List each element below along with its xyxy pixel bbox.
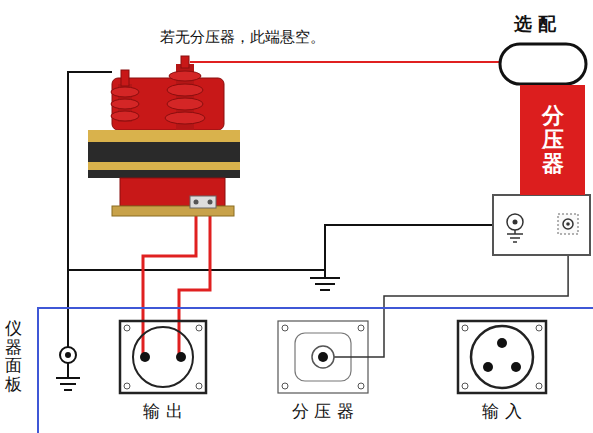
ground-symbol (320, 289, 330, 291)
socket-pin (140, 352, 150, 362)
mount-hole (536, 325, 542, 331)
socket-label: 输 出 (143, 400, 182, 423)
divider-base (513, 241, 517, 243)
ground-wire (325, 225, 507, 270)
band-label: 分压器 (542, 104, 564, 177)
voltage-transformer (88, 56, 240, 216)
socket-symbol (277, 320, 369, 394)
divider-base (493, 195, 590, 255)
ground-symbol (315, 283, 335, 285)
voltage-transformer (181, 56, 189, 68)
voltage-transformer (120, 178, 225, 206)
socket-pin (511, 362, 521, 372)
socket-frame (120, 321, 206, 393)
voltage-transformer (165, 112, 205, 124)
divider-base (566, 222, 570, 226)
optional-label: 选 配 (514, 12, 556, 36)
ground-wire (68, 270, 325, 278)
hv-wire (190, 61, 505, 63)
mount-hole (124, 383, 130, 389)
voltage-transformer (167, 84, 203, 96)
hv-wire (190, 61, 505, 63)
voltage-transformer (111, 87, 139, 97)
socket-pin (483, 362, 493, 372)
panel-ground-terminal (64, 389, 72, 391)
divider-band: 分压器 (520, 85, 585, 195)
panel-ground-terminal (67, 363, 69, 378)
input-socket: 输 入 (457, 320, 547, 394)
mount-hole (196, 325, 202, 331)
instrument-panel: 仪器面板输 出分 压 器输 入 (37, 307, 593, 433)
voltage-transformer (88, 130, 240, 142)
mount-hole (536, 383, 542, 389)
mount-hole (282, 325, 288, 331)
voltage-transformer (167, 98, 203, 110)
output-socket: 输 出 (119, 320, 207, 394)
mount-hole (282, 383, 288, 389)
secondary-wire (143, 214, 196, 355)
voltage-transformer (88, 142, 240, 162)
ground-symbol (310, 278, 340, 290)
socket-ring (471, 326, 533, 388)
mount-hole (196, 383, 202, 389)
mount-hole (124, 325, 130, 331)
divider-socket: 分 压 器 (277, 320, 369, 394)
divider-base (563, 219, 573, 229)
divider-base (510, 237, 520, 239)
divider-top-electrode (500, 44, 586, 84)
secondary-wire (143, 214, 210, 355)
mount-hole (358, 325, 364, 331)
divider-base (507, 214, 523, 230)
socket-frame (458, 321, 546, 393)
voltage-transformer (190, 196, 216, 208)
mount-hole (358, 383, 364, 389)
socket-label: 输 入 (482, 400, 521, 423)
panel-ground-terminal (65, 352, 71, 358)
voltage-transformer (194, 200, 199, 205)
ground-wire (68, 72, 112, 347)
voltage-transformer (88, 162, 240, 170)
ground-symbol (310, 277, 340, 279)
voltage-transformer (208, 200, 213, 205)
voltage-transformer (169, 71, 201, 81)
panel-ground-terminal (56, 377, 80, 379)
socket-pin (176, 352, 186, 362)
voltage-transformer (111, 111, 139, 121)
bnc-ring (312, 346, 334, 368)
note: 若无分压器，此端悬空。 (160, 28, 325, 47)
panel-label: 仪器面板 (5, 319, 22, 394)
socket-frame (278, 321, 368, 393)
panel-ground-terminal (60, 383, 76, 385)
socket-ring (133, 327, 193, 387)
divider-base (493, 195, 590, 255)
socket-symbol (457, 320, 547, 394)
panel-ground-terminal (60, 347, 76, 363)
voltage-transformer (88, 170, 240, 178)
divider-base (513, 220, 518, 225)
divider-base (507, 233, 523, 235)
mount-hole (462, 325, 468, 331)
panel-ground-terminal (56, 347, 80, 390)
voltage-transformer (121, 70, 129, 86)
divider-top-electrode (500, 44, 586, 84)
divider-base (558, 214, 578, 234)
socket-symbol (119, 320, 207, 394)
ground-wire (68, 72, 507, 347)
mount-hole (462, 383, 468, 389)
socket-label: 分 压 器 (292, 400, 354, 423)
bnc-pin (318, 352, 328, 362)
socket-pin (497, 338, 507, 348)
voltage-transformer (111, 99, 139, 109)
